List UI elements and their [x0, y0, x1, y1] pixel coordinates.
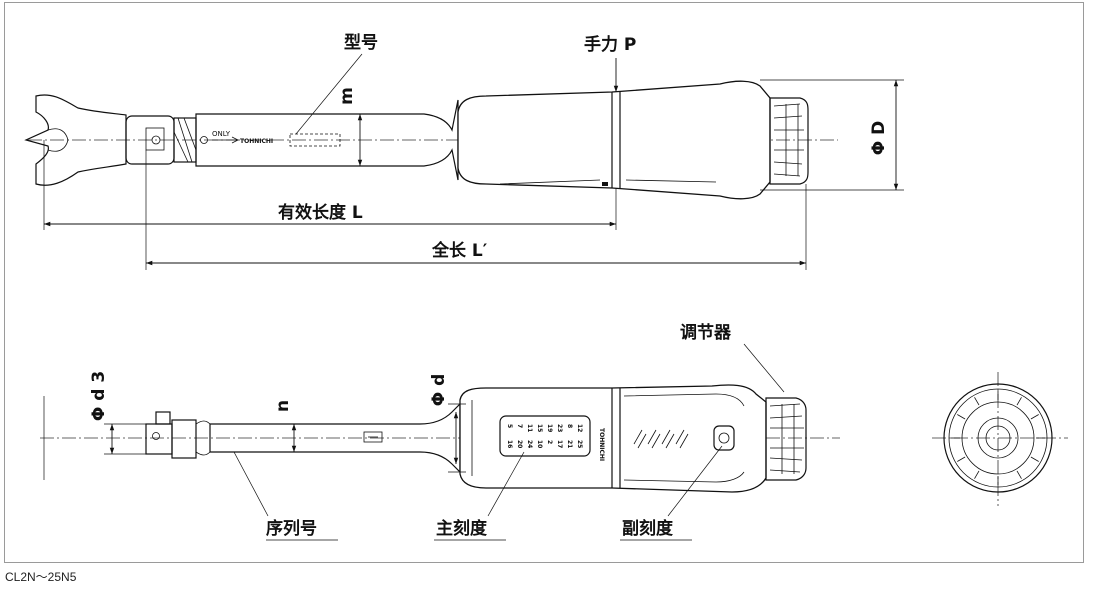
leader-serial [233, 451, 269, 517]
sub-scale-lock [713, 425, 735, 451]
end-notch [957, 456, 966, 462]
leader-sub-scale [667, 445, 723, 517]
brand-marking: TOHNICHI [240, 138, 273, 145]
end-outer-circle [943, 383, 1053, 493]
end-notch [1030, 414, 1039, 420]
label-adjuster: 调节器 [680, 322, 732, 343]
only-arrow-icon [212, 136, 239, 144]
scale-number: 25 [576, 440, 583, 448]
side-grip [459, 384, 767, 493]
label-phiD: Φ D [869, 121, 889, 155]
scale-number: 19 [546, 424, 553, 432]
scale-number: 5 [506, 424, 513, 428]
shaft-body [195, 99, 459, 181]
end-notch [974, 397, 980, 406]
model-plate [289, 133, 341, 147]
scale-number: 15 [536, 424, 543, 432]
drive-tab [155, 411, 171, 425]
scale-number: 16 [506, 440, 513, 448]
side-collar [171, 419, 197, 459]
adjuster-knob [769, 97, 809, 185]
square-drive [145, 423, 173, 455]
scale-number: 24 [526, 440, 533, 448]
label-model: 型号 [344, 32, 378, 53]
leader-model [295, 53, 363, 135]
label-m: m [337, 87, 357, 105]
scale-number: 11 [526, 424, 533, 432]
drawing-frame [4, 2, 1084, 563]
serial-plate [363, 431, 383, 443]
scale-number: 17 [556, 440, 563, 448]
end-notch [1016, 470, 1022, 479]
end-notch [1016, 397, 1022, 406]
label-main-scale: 主刻度 [436, 518, 488, 539]
spanner-jaw [47, 128, 69, 152]
label-phi-d3: Φ d 3 [89, 371, 109, 421]
scale-number: 21 [566, 440, 573, 448]
scale-number: 10 [536, 440, 543, 448]
end-view [932, 372, 1068, 506]
scale-number: 2 [546, 440, 553, 444]
end-notch [974, 470, 980, 479]
scale-number: 12 [576, 424, 583, 432]
end-notches [951, 391, 1045, 485]
drive-ball [152, 432, 160, 440]
grip-body [457, 80, 771, 200]
label-effective-length: 有效长度 L [278, 202, 363, 223]
leader-main-scale [487, 451, 525, 517]
scale-number: 7 [516, 424, 523, 428]
label-sub-scale: 副刻度 [622, 518, 674, 539]
label-serial-number: 序列号 [266, 518, 317, 539]
caption: CL2N～25N5 [5, 570, 77, 584]
only-marking: ONLY [212, 130, 231, 138]
side-brand-marking: TOHNICHI [598, 428, 605, 461]
main-scale-window [499, 415, 591, 457]
end-notch [1030, 456, 1039, 462]
leader-adjuster [743, 343, 785, 393]
label-hand-force: 手力 P [584, 34, 636, 55]
label-n: n [273, 400, 293, 412]
head-square [145, 127, 165, 151]
scale-number: 20 [516, 440, 523, 448]
label-total-length: 全长 L′ [431, 240, 488, 261]
end-notch [957, 414, 966, 420]
side-adjuster [765, 397, 807, 481]
label-phi-d: Φ d [429, 374, 449, 407]
scale-number: 8 [566, 424, 573, 428]
shaft-pin [200, 136, 208, 144]
scale-number: 23 [556, 424, 563, 432]
top-view: ONLY TOHNICHI m 型号 手力 P Φ D 有效长度 L [24, 32, 904, 270]
head-pin [151, 135, 161, 145]
